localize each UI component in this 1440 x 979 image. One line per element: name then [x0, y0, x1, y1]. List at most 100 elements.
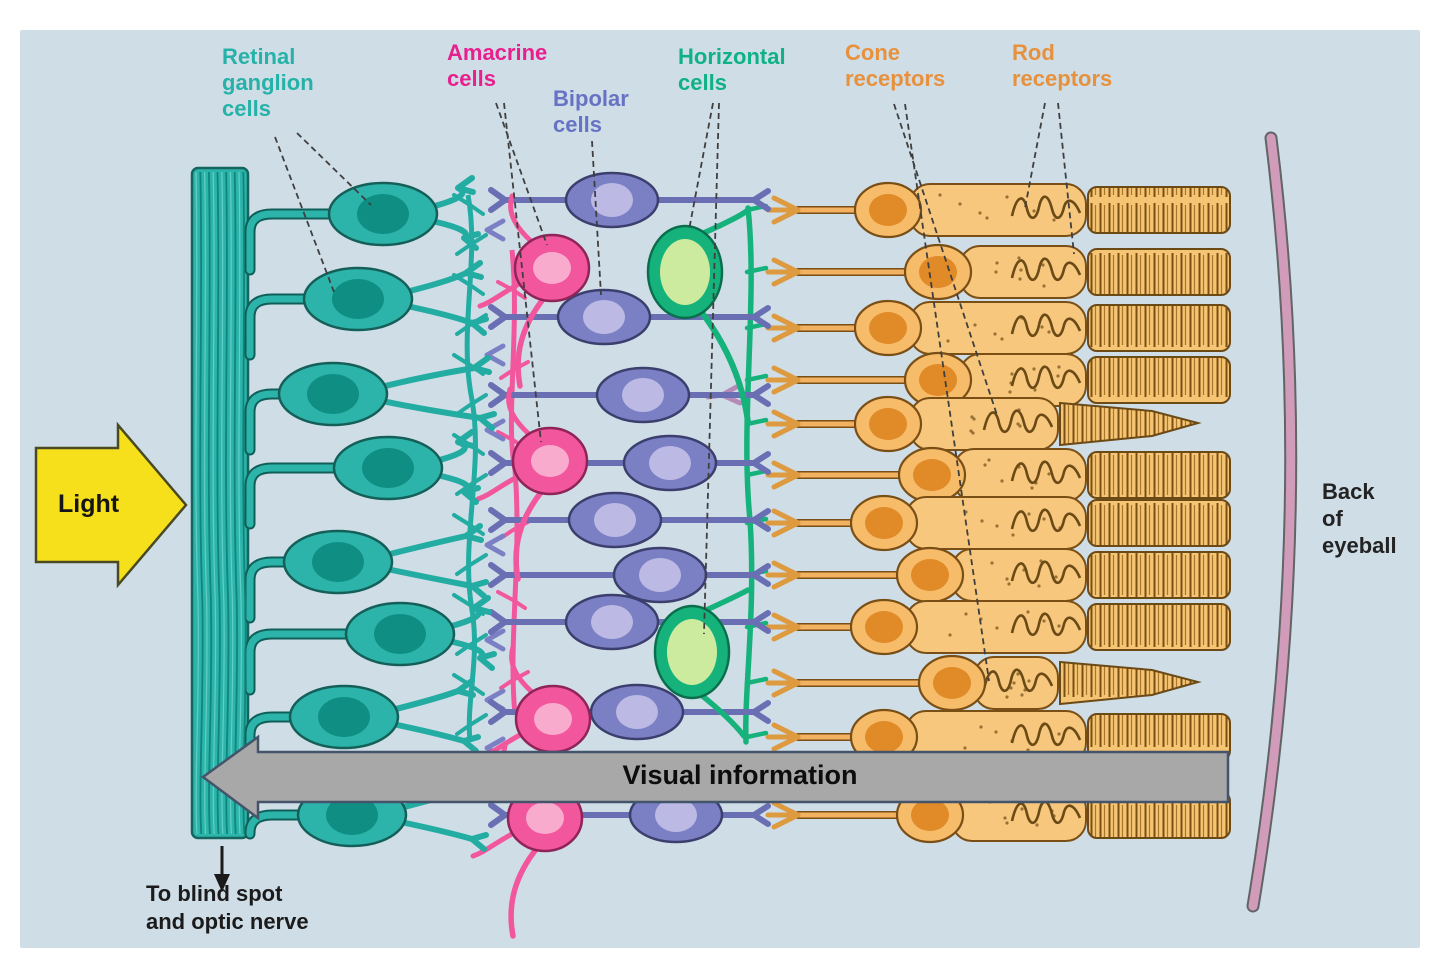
cells-layer	[244, 171, 1231, 939]
retinal-ganglion-cell	[327, 175, 481, 251]
leader-line	[904, 103, 990, 682]
rod-outer-segment	[1087, 248, 1231, 296]
receptor-nucleus	[919, 256, 957, 288]
bipolar-nucleus	[591, 605, 633, 639]
label-cone-receptors: Cone receptors	[845, 40, 946, 91]
inner-segment	[909, 183, 1087, 237]
bipolar-cell	[488, 593, 771, 651]
leader-lines-layer	[274, 102, 1075, 682]
rod-outer-segment	[1087, 451, 1231, 499]
receptor-nucleus	[869, 408, 907, 440]
bipolar-cell	[488, 171, 771, 229]
leader-line	[688, 102, 714, 231]
leader-line	[1057, 102, 1075, 255]
leader-line	[503, 102, 542, 443]
retinal-ganglion-cell	[288, 678, 481, 754]
label-rod-receptors: Rod receptors	[1012, 40, 1113, 91]
inner-segment	[951, 548, 1087, 602]
bipolar-nucleus	[594, 503, 636, 537]
retinal-ganglion-cell	[332, 429, 481, 505]
label-light: Light	[58, 490, 120, 518]
leader-line	[703, 102, 720, 635]
bipolar-nucleus	[622, 378, 664, 412]
leader-line	[893, 103, 998, 416]
leader-line	[296, 132, 372, 206]
bipolar-dendrite-fork	[484, 628, 506, 652]
horizontal-nucleus	[660, 239, 710, 305]
label-blind-spot-optic-nerve: To blind spot and optic nerve	[146, 881, 309, 934]
arrows-layer	[34, 131, 1298, 913]
label-retinal-ganglion-cells: Retinal ganglion cells	[222, 44, 314, 121]
ganglion-nucleus	[326, 795, 378, 835]
inner-segment	[905, 496, 1087, 550]
ganglion-nucleus	[332, 279, 384, 319]
horizontal-cell	[646, 207, 751, 425]
ganglion-nucleus	[318, 697, 370, 737]
horizontal-nucleus	[667, 619, 717, 685]
bipolar-dendrite-fork	[484, 218, 506, 242]
back-of-eyeball-curve	[1248, 133, 1296, 911]
receptor-nucleus	[913, 459, 951, 491]
inner-segment	[959, 245, 1087, 299]
receptor-nucleus	[869, 194, 907, 226]
bipolar-nucleus	[639, 558, 681, 592]
amacrine-cell	[477, 193, 591, 389]
cone-outer-segment	[1059, 401, 1202, 447]
light-arrow	[34, 421, 188, 589]
rod-receptor	[765, 708, 1231, 766]
label-back-of-eyeball: Back of eyeball	[1322, 479, 1397, 558]
cone-receptor	[765, 654, 1202, 712]
rod-receptor	[765, 546, 1231, 604]
retinal-ganglion-cell	[344, 595, 497, 671]
rod-receptor	[765, 446, 1231, 504]
fiber-streak	[207, 171, 213, 835]
amacrine-cell	[475, 386, 589, 582]
receptor-nucleus	[933, 667, 971, 699]
leader-line	[495, 102, 548, 246]
inner-segment	[909, 301, 1087, 355]
retinal-ganglion-cell	[302, 260, 489, 336]
fiber-streak	[203, 171, 208, 835]
receptor-nucleus	[865, 721, 903, 753]
amacrine-nucleus	[533, 252, 571, 284]
bipolar-nucleus	[591, 183, 633, 217]
receptor-nucleus	[919, 364, 957, 396]
retinal-ganglion-cell	[282, 523, 489, 599]
fiber-streak	[199, 171, 204, 835]
rod-outer-segment	[1087, 499, 1231, 547]
leader-line	[274, 136, 335, 293]
bipolar-nucleus	[649, 446, 691, 480]
rod-outer-segment	[1087, 356, 1231, 404]
fiber-streak	[212, 171, 217, 835]
blind-spot-arrowhead	[214, 874, 230, 892]
receptor-nucleus	[911, 559, 949, 591]
rod-receptor	[765, 243, 1231, 301]
bipolar-cell	[488, 491, 771, 549]
rod-receptor	[765, 494, 1231, 552]
receptor-nucleus	[911, 799, 949, 831]
receptor-nucleus	[865, 507, 903, 539]
rod-receptor	[765, 299, 1231, 357]
receptor-nucleus	[869, 312, 907, 344]
rod-receptor	[765, 351, 1231, 409]
leader-line	[1024, 102, 1046, 209]
bipolar-nucleus	[655, 798, 697, 832]
rod-receptor	[765, 181, 1231, 239]
amacrine-nucleus	[526, 802, 564, 834]
amacrine-nucleus	[531, 445, 569, 477]
label-amacrine-cells: Amacrine cells	[447, 40, 548, 91]
horizontal-cell	[653, 587, 751, 739]
bipolar-cell	[488, 366, 771, 424]
leader-line	[591, 140, 602, 296]
label-bipolar-cells: Bipolar cells	[553, 86, 629, 137]
rod-outer-segment	[1087, 304, 1231, 352]
bipolar-nucleus	[616, 695, 658, 729]
bipolar-cell	[488, 546, 771, 604]
ganglion-nucleus	[362, 448, 414, 488]
label-visual-information: Visual information	[622, 760, 858, 790]
inner-segment	[953, 448, 1087, 502]
rod-outer-segment	[1087, 186, 1231, 234]
bipolar-nucleus	[583, 300, 625, 334]
amacrine-nucleus	[534, 703, 572, 735]
horizontal-cell-process	[743, 205, 755, 745]
